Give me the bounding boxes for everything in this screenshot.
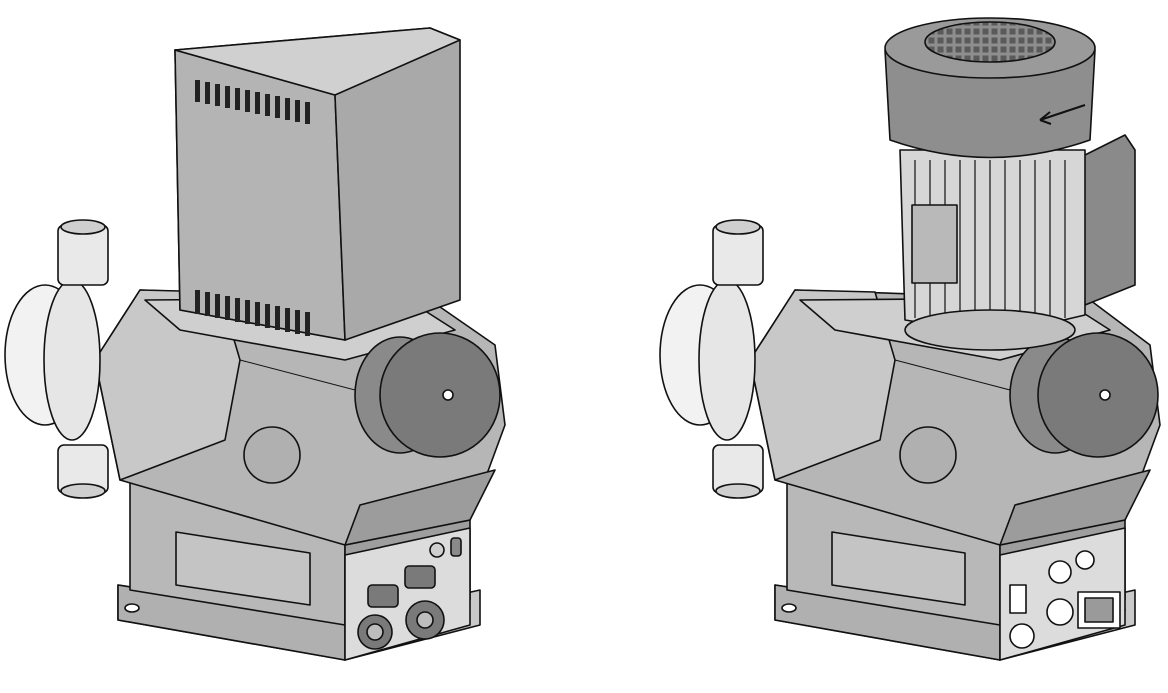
pump-right xyxy=(659,17,1161,661)
drive-housing xyxy=(749,289,1161,546)
connector-panel xyxy=(344,527,471,661)
motor-cover xyxy=(174,27,461,341)
switch-panel xyxy=(999,527,1126,661)
stroke-adjustment-knob xyxy=(354,332,501,458)
dosing-head xyxy=(659,219,764,499)
dosing-head xyxy=(4,219,109,499)
stroke-adjustment-knob xyxy=(1009,332,1159,458)
fan-grille xyxy=(924,21,1056,63)
pump-left xyxy=(4,27,506,661)
rotation-arrow-icon xyxy=(1039,104,1086,125)
electric-motor xyxy=(884,17,1136,351)
vent-slots-bottom xyxy=(195,290,310,336)
vent-slots-top xyxy=(195,80,310,124)
